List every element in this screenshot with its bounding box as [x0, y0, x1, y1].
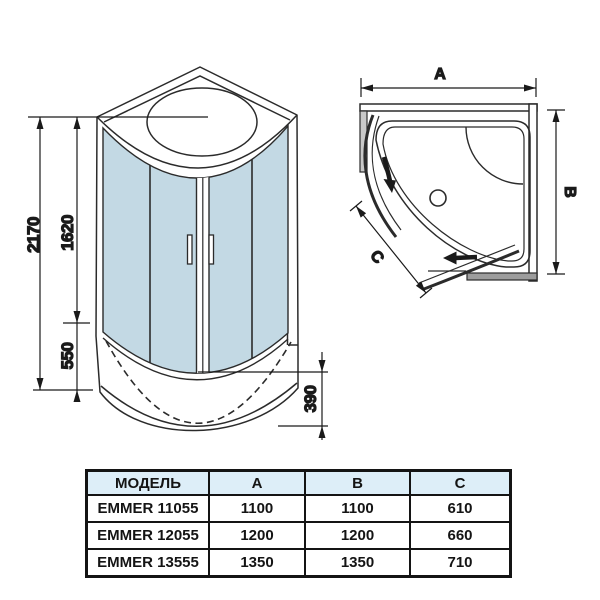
model-name-cell: EMMER 12055 [85, 521, 210, 550]
sliding-door-left-edge [371, 115, 402, 231]
dimension-arrows [36, 117, 326, 438]
slide-left-arrowhead-icon [443, 251, 457, 265]
header-a: A [208, 469, 306, 496]
value-c-cell: 710 [409, 548, 512, 578]
value-c-cell: 610 [409, 494, 512, 523]
glass-height-label: 1620 [58, 215, 77, 251]
front-view-dimensions: 2170 1620 550 390 [23, 116, 328, 440]
model-name-cell: EMMER 13555 [85, 548, 210, 578]
top-wall-profile [359, 103, 538, 112]
width-a-label: A [434, 66, 446, 83]
sliding-door-left [363, 114, 398, 238]
sliding-door-bottom-edge [418, 244, 516, 284]
sliding-door-bottom [423, 249, 520, 291]
door-bottom-rail [102, 337, 289, 381]
tray-outline-inner [382, 126, 525, 262]
value-c-cell: 660 [409, 521, 512, 550]
tray-inner-lip [100, 382, 298, 427]
table-row: EMMER 12055 1200 1200 660 [85, 521, 512, 550]
tray-dashed-rim [105, 340, 292, 425]
total-height-label: 2170 [24, 217, 43, 253]
header-c: C [409, 469, 512, 496]
left-door-handle [186, 234, 193, 265]
table-header-row: МОДЕЛЬ A B C [85, 469, 512, 496]
front-view [95, 66, 299, 432]
door-direction-arrows [381, 156, 478, 265]
right-wall-profile [528, 103, 538, 282]
roof-dome [146, 87, 258, 157]
table-row: EMMER 13555 1350 1350 710 [85, 548, 512, 578]
value-a-cell: 1100 [208, 494, 306, 523]
header-model: МОДЕЛЬ [85, 469, 210, 496]
roof-front-rim-outer [96, 114, 298, 169]
tray-section-height-label: 550 [58, 343, 77, 370]
table-row: EMMER 11055 1100 1100 610 [85, 494, 512, 523]
sliding-doors [363, 114, 520, 291]
depth-b-label: B [561, 186, 578, 198]
slide-down-arrowhead-icon [383, 179, 396, 193]
model-name-cell: EMMER 11055 [85, 494, 210, 523]
value-b-cell: 1350 [304, 548, 411, 578]
header-b: B [304, 469, 411, 496]
model-spec-table: МОДЕЛЬ A B C EMMER 11055 1100 1100 610 E… [85, 469, 512, 578]
value-a-cell: 1350 [208, 548, 306, 578]
top-view-dimensions: A B C [349, 65, 579, 299]
glass-mullions [149, 130, 253, 374]
corner-seat-arc [465, 126, 524, 185]
roof-inner-edges [103, 75, 291, 123]
right-door-handle [208, 234, 215, 265]
value-a-cell: 1200 [208, 521, 306, 550]
value-b-cell: 1100 [304, 494, 411, 523]
drain-circle [429, 189, 447, 207]
tray-depth-label: 390 [301, 386, 320, 413]
tray-outline-outer [375, 120, 531, 268]
slide-left-arrow-icon [454, 254, 478, 261]
slide-down-arrow-icon [381, 156, 393, 182]
value-b-cell: 1200 [304, 521, 411, 550]
bottom-wall-profile [466, 272, 538, 281]
top-view [359, 103, 538, 291]
door-width-c-label: C [366, 247, 387, 267]
